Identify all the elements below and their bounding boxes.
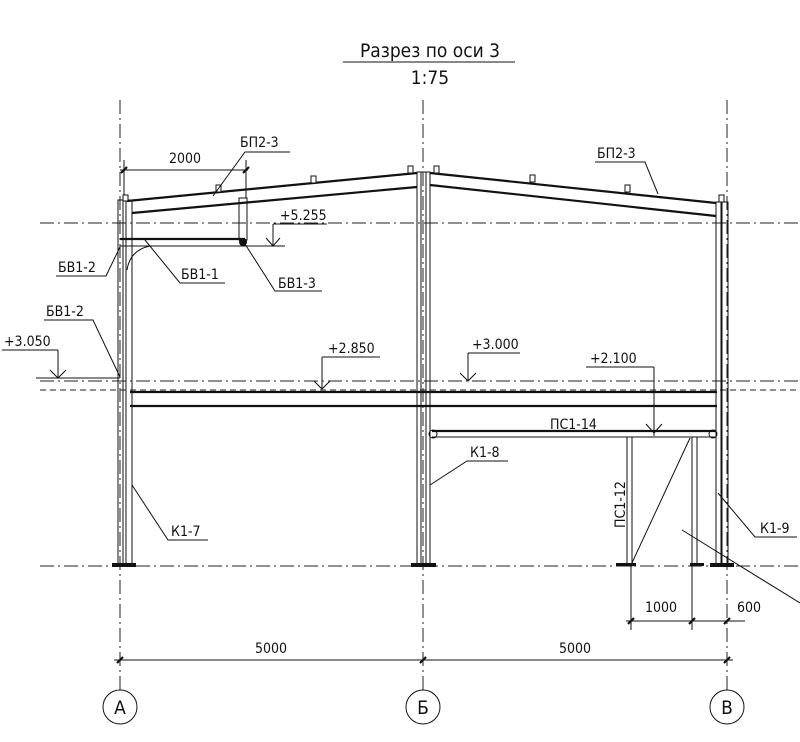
mark-k1-8: К1-8 bbox=[470, 445, 500, 461]
elevation-3000-marker bbox=[459, 352, 520, 382]
dim-label-span-left: 5000 bbox=[255, 641, 287, 657]
mark-bp2-3-right: БП2-3 bbox=[597, 146, 636, 162]
elevation-2850-marker bbox=[313, 356, 380, 390]
elevation-3050: +3.050 bbox=[4, 334, 51, 350]
platform-beam-ps1-14 bbox=[428, 429, 718, 439]
dimension-2000 bbox=[120, 160, 250, 198]
mark-ps1-14: ПС1-14 bbox=[550, 417, 597, 433]
mark-bv1-2-low: БВ1-2 bbox=[46, 304, 84, 320]
mark-bv1-3: БВ1-3 bbox=[278, 276, 316, 292]
beam-bv1-1 bbox=[120, 237, 247, 271]
mark-bv1-1: БВ1-1 bbox=[181, 267, 219, 283]
dim-label-600: 600 bbox=[737, 600, 761, 616]
dim-label-2000: 2000 bbox=[169, 151, 201, 167]
column-k1-9 bbox=[710, 201, 734, 567]
dim-label-span-right: 5000 bbox=[559, 641, 591, 657]
axis-bubble-a bbox=[102, 689, 138, 725]
mark-bp2-3-left: БП2-3 bbox=[240, 135, 279, 151]
roof-beam-right bbox=[429, 171, 717, 218]
elevation-5255-marker bbox=[245, 223, 327, 247]
mark-ps1-12: ПС1-12 bbox=[613, 481, 629, 528]
drawing-title: Разрез по оси 3 bbox=[360, 40, 500, 62]
floor-beam bbox=[130, 390, 717, 408]
mark-bv1-2-top: БВ1-2 bbox=[58, 260, 96, 276]
axis-bubble-b bbox=[405, 689, 441, 725]
elevation-3050-marker bbox=[2, 349, 120, 379]
leader-lines bbox=[44, 151, 797, 541]
axis-bubble-v bbox=[709, 689, 745, 725]
dimension-posts bbox=[626, 566, 745, 630]
axis-label-v: В bbox=[721, 697, 733, 719]
drawing-scale: 1:75 bbox=[411, 67, 449, 89]
dim-label-1000: 1000 bbox=[645, 600, 677, 616]
mark-k1-7: К1-7 bbox=[171, 524, 201, 540]
dimension-spans bbox=[114, 656, 733, 664]
elevation-3000: +3.000 bbox=[472, 337, 519, 353]
elevation-2100: +2.100 bbox=[590, 351, 637, 367]
elevation-5255: +5.255 bbox=[280, 208, 327, 224]
elevation-2850: +2.850 bbox=[328, 341, 375, 357]
elevation-2100-marker bbox=[586, 366, 663, 436]
column-k1-8 bbox=[411, 171, 436, 567]
roof-beam-left bbox=[126, 171, 418, 241]
axis-label-a: А bbox=[114, 697, 126, 719]
axis-label-b: Б bbox=[417, 697, 429, 719]
mark-k1-9: К1-9 bbox=[760, 521, 790, 537]
posts-ps1-12 bbox=[616, 436, 800, 604]
